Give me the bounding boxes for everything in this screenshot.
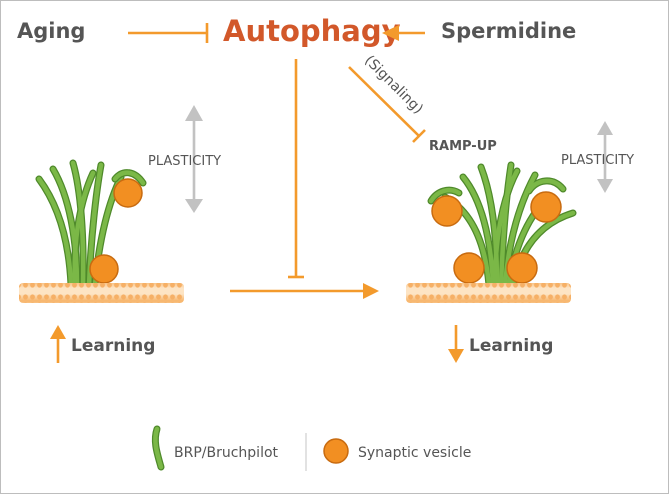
membrane-left [19, 283, 184, 303]
vesicle-right-2 [530, 191, 562, 223]
spermidine-activates-arrow [382, 25, 425, 41]
learning-left-label: Learning [71, 336, 155, 356]
legend-brp-label: BRP/Bruchpilot [174, 445, 279, 461]
autophagy-label: Autophagy [223, 14, 401, 48]
plasticity-right-label: PLASTICITY [561, 153, 634, 168]
legend-brp-icon [151, 425, 165, 471]
signaling-inhibitor-arrow [348, 66, 426, 143]
legend-vesicle-label: Synaptic vesicle [358, 445, 471, 461]
vesicle-left-top [113, 178, 143, 208]
plasticity-left-label: PLASTICITY [148, 154, 221, 169]
transition-arrow [230, 283, 379, 299]
vesicle-right-1 [431, 195, 463, 227]
spermidine-label: Spermidine [441, 19, 576, 43]
autophagy-inhibits-arrow [288, 59, 304, 279]
ramp-up-label: RAMP-UP [429, 139, 497, 154]
learning-down-arrow [448, 325, 464, 363]
membrane-right [406, 283, 571, 303]
aging-inhibits-autophagy-arrow [128, 23, 209, 43]
plasticity-left-arrow [185, 105, 203, 213]
signaling-label: (Signaling) [361, 53, 426, 118]
aging-label: Aging [17, 19, 85, 43]
learning-up-arrow [50, 325, 66, 363]
legend-vesicle-icon [323, 438, 349, 464]
learning-right-label: Learning [469, 336, 553, 356]
vesicle-right-3 [453, 252, 485, 284]
plasticity-right-arrow [597, 121, 613, 193]
vesicle-left-bottom [89, 254, 119, 284]
vesicle-right-4 [506, 252, 538, 284]
